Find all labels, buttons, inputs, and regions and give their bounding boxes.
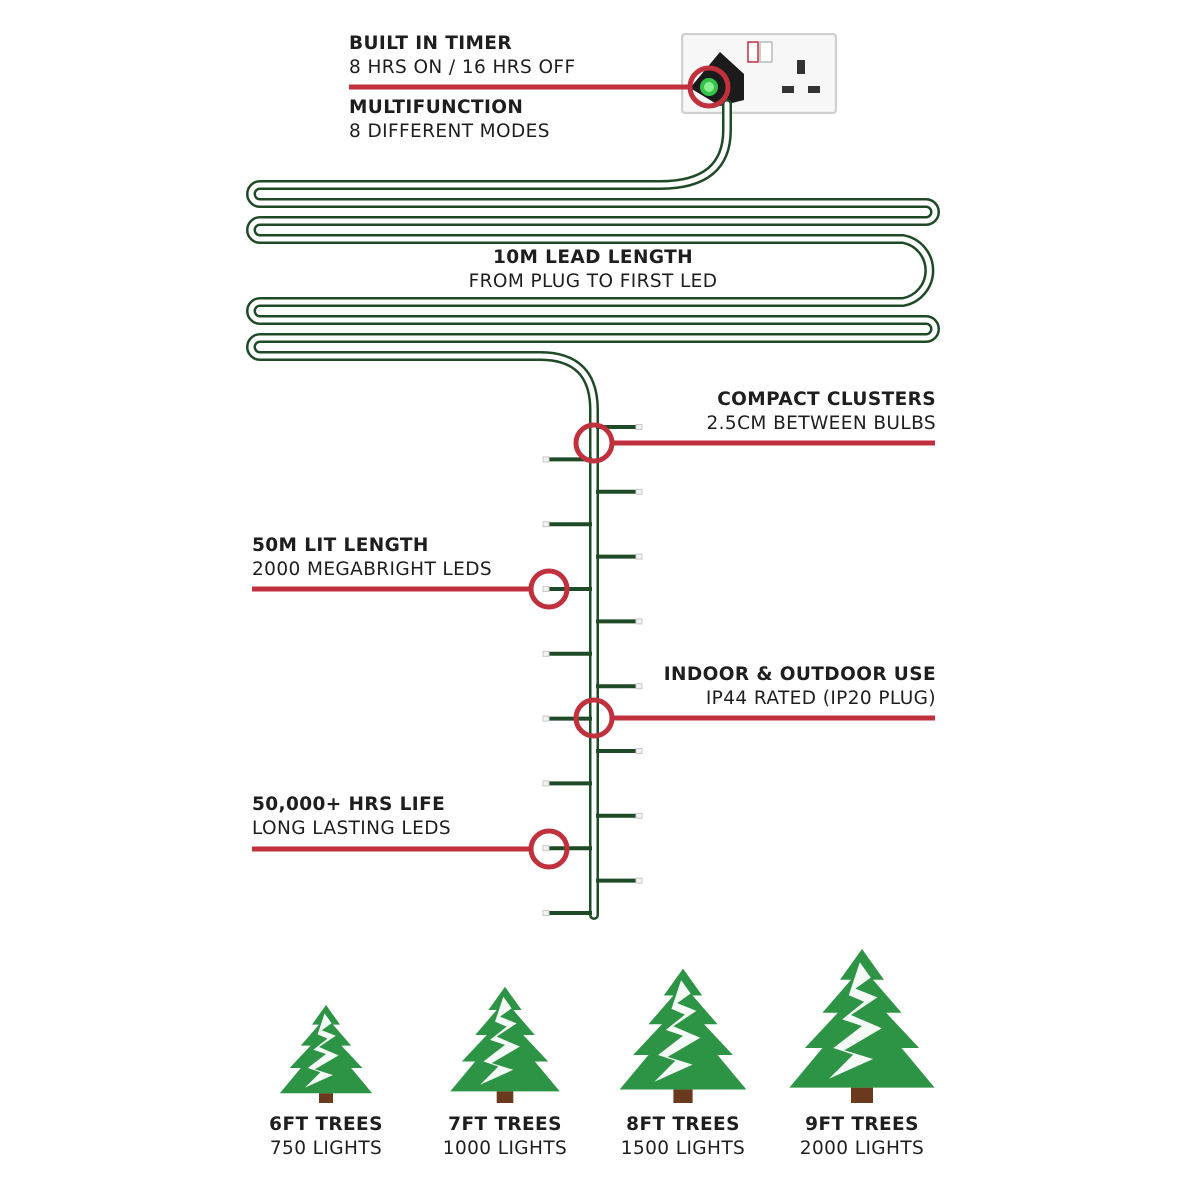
life-label: 50,000+ HRS LIFE LONG LASTING LEDS [252,793,451,841]
indoor-callout-ring [573,697,615,739]
tree-label-6ft: 6FT TREES 750 LIGHTS [226,1113,426,1161]
life-callout-ring [528,828,570,870]
wall-socket [681,33,837,114]
tree-body [450,986,560,1092]
multifunction-label: MULTIFUNCTION 8 DIFFERENT MODES [349,96,550,144]
led-bulb-icon [542,780,550,787]
tree-lights: 2000 LIGHTS [799,1138,925,1159]
clusters-callout-ring [573,422,615,464]
tree-icon [450,986,560,1103]
led-bulb-icon [542,456,550,463]
lead-detail: FROM PLUG TO FIRST LED [468,271,718,292]
timer-label: BUILT IN TIMER 8 HRS ON / 16 HRS OFF [349,32,576,80]
led-bulb-icon [542,715,550,722]
led-bulb-icon [635,553,643,560]
led-bulb-icon [635,748,643,754]
led-bulb-icon [635,877,643,884]
tree-highlight [654,980,701,1082]
indoor-label: INDOOR & OUTDOOR USE IP44 RATED (IP20 PL… [637,663,936,711]
multifunction-title: MULTIFUNCTION [349,97,524,118]
tree-highlight [480,996,520,1085]
tree-title: 8FT TREES [626,1114,740,1135]
tree-trunk [673,1089,693,1103]
tree-body [279,1005,373,1094]
tree-trunk [319,1093,333,1103]
lit-length-detail: 2000 MEGABRIGHT LEDS [252,559,493,580]
lead-label: 10M LEAD LENGTH FROM PLUG TO FIRST LED [393,246,793,294]
tree-lights: 1500 LIGHTS [620,1138,746,1159]
tree-label-9ft: 9FT TREES 2000 LIGHTS [762,1113,962,1161]
tree-trunk [851,1087,873,1103]
lit-length-callout-ring [528,568,570,610]
clusters-title: COMPACT CLUSTERS [717,389,936,410]
tree-icon [619,968,747,1103]
led-bulb-icon [635,683,643,690]
led-bulb-icon [635,488,643,495]
tree-icon [279,1005,373,1103]
led-bulb-icon [542,521,550,528]
lead-cable [246,99,940,920]
led-bulb-icon [635,618,643,625]
tree-lights: 750 LIGHTS [269,1138,383,1159]
life-detail: LONG LASTING LEDS [252,818,451,839]
indoor-title: INDOOR & OUTDOOR USE [663,664,936,685]
callouts [252,65,935,870]
tree-label-7ft: 7FT TREES 1000 LIGHTS [405,1113,605,1161]
led-bulb-icon [542,845,550,852]
led-bulb-icon [542,650,550,657]
timer-detail: 8 HRS ON / 16 HRS OFF [349,57,576,78]
led-bulb-icon [542,586,550,592]
led-bulb-icon [542,910,550,916]
tree-title: 7FT TREES [448,1114,562,1135]
timer-title: BUILT IN TIMER [349,33,512,54]
tree-lights: 1000 LIGHTS [442,1138,568,1159]
tree-trunk [496,1091,514,1103]
led-bulb-icon [635,424,643,430]
tree-body [619,968,747,1090]
led-branches [542,424,643,916]
clusters-label: COMPACT CLUSTERS 2.5CM BETWEEN BULBS [637,388,936,436]
tree-title: 6FT TREES [269,1114,383,1135]
multifunction-detail: 8 DIFFERENT MODES [349,121,550,142]
timer-callout-ring [687,65,731,109]
clusters-detail: 2.5CM BETWEEN BULBS [706,413,936,434]
life-title: 50,000+ HRS LIFE [252,794,446,815]
lit-length-label: 50M LIT LENGTH 2000 MEGABRIGHT LEDS [252,534,492,582]
tree-icons [279,949,935,1103]
lit-length-title: 50M LIT LENGTH [252,535,429,556]
tree-title: 9FT TREES [805,1114,919,1135]
tree-highlight [829,962,882,1079]
lead-title: 10M LEAD LENGTH [492,247,693,268]
led-bulb-icon [635,812,643,819]
tree-highlight [305,1013,339,1088]
tree-body [789,949,935,1088]
indoor-detail: IP44 RATED (IP20 PLUG) [705,688,936,709]
tree-icon [789,949,935,1103]
tree-label-8ft: 8FT TREES 1500 LIGHTS [583,1113,783,1161]
socket-switch-icon [747,41,759,63]
socket-earth-pin-icon [797,60,805,74]
